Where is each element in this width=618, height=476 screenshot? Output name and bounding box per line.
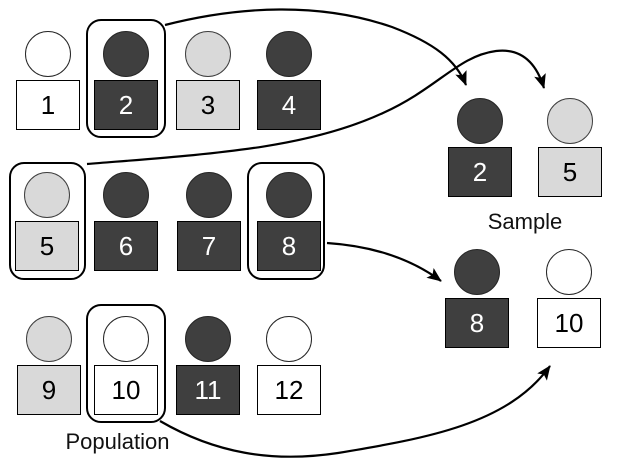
population-figure-7: 7 xyxy=(177,172,241,271)
person-head-icon xyxy=(103,316,149,362)
person-head-icon xyxy=(25,31,71,77)
person-number-badge: 11 xyxy=(176,365,240,415)
person-number-badge: 8 xyxy=(257,221,321,271)
population-figure-10: 10 xyxy=(94,316,158,415)
sample-figure-5: 5 xyxy=(538,98,602,197)
person-number-badge: 7 xyxy=(177,221,241,271)
sample-figure-8: 8 xyxy=(445,249,509,348)
population-figure-2: 2 xyxy=(94,31,158,130)
population-figure-8: 8 xyxy=(257,172,321,271)
person-number-badge: 5 xyxy=(15,221,79,271)
selection-outline-5 xyxy=(9,162,86,280)
arrow-population-8-to-sample xyxy=(326,241,442,282)
person-head-icon xyxy=(457,98,503,144)
person-head-icon xyxy=(266,316,312,362)
selection-outline-10 xyxy=(86,304,166,423)
person-number-badge: 9 xyxy=(17,365,81,415)
population-figure-6: 6 xyxy=(94,172,158,271)
person-number-badge: 6 xyxy=(94,221,158,271)
person-number-badge: 4 xyxy=(257,80,321,130)
population-figure-12: 12 xyxy=(257,316,321,415)
person-head-icon xyxy=(547,98,593,144)
person-head-icon xyxy=(185,31,231,77)
population-figure-3: 3 xyxy=(176,31,240,130)
person-head-icon xyxy=(185,316,231,362)
person-head-icon xyxy=(103,31,149,77)
person-number-badge: 2 xyxy=(448,147,512,197)
person-head-icon xyxy=(266,172,312,218)
sample-figure-10: 10 xyxy=(537,249,601,348)
population-figure-11: 11 xyxy=(176,316,240,415)
person-number-badge: 5 xyxy=(538,147,602,197)
person-head-icon xyxy=(26,316,72,362)
person-number-badge: 10 xyxy=(537,298,601,348)
person-number-badge: 2 xyxy=(94,80,158,130)
sample-figure-2: 2 xyxy=(448,98,512,197)
person-number-badge: 1 xyxy=(16,80,80,130)
person-head-icon xyxy=(186,172,232,218)
person-number-badge: 10 xyxy=(94,365,158,415)
person-head-icon xyxy=(546,249,592,295)
person-number-badge: 8 xyxy=(445,298,509,348)
population-figure-9: 9 xyxy=(17,316,81,415)
population-figure-4: 4 xyxy=(257,31,321,130)
person-number-badge: 3 xyxy=(176,80,240,130)
person-head-icon xyxy=(24,172,70,218)
person-head-icon xyxy=(103,172,149,218)
population-label: Population xyxy=(65,429,170,454)
person-head-icon xyxy=(454,249,500,295)
person-head-icon xyxy=(266,31,312,77)
sample-label: Sample xyxy=(487,209,563,234)
population-figure-1: 1 xyxy=(16,31,80,130)
person-number-badge: 12 xyxy=(257,365,321,415)
population-figure-5: 5 xyxy=(15,172,79,271)
